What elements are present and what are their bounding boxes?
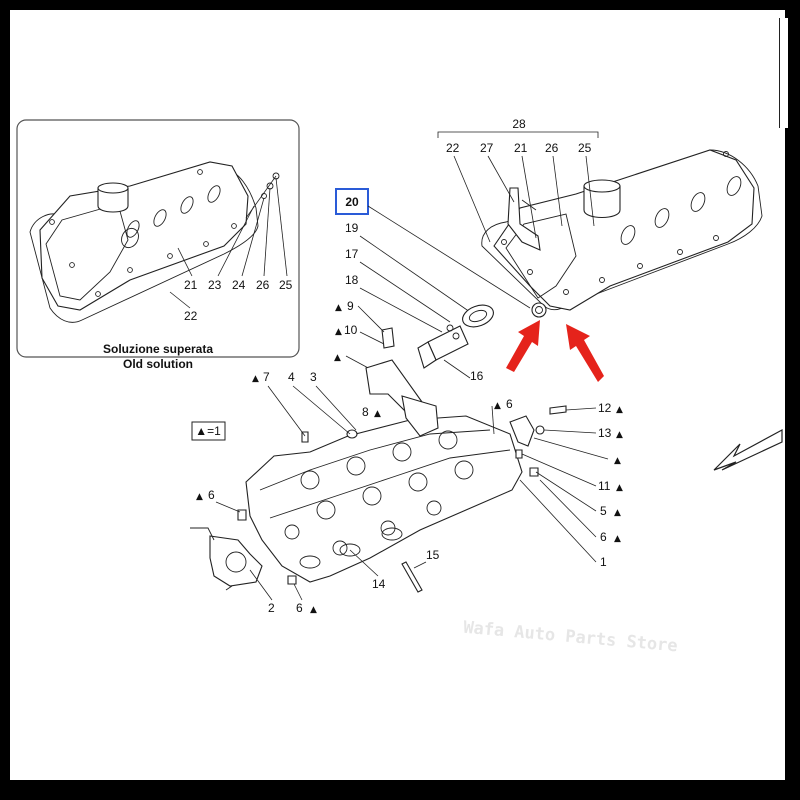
label-27: 27: [480, 141, 494, 155]
old-solution-inset: 21 23 24 26 25 22 Soluzione superata Old…: [16, 119, 300, 371]
triangle-7: ▲: [252, 374, 259, 384]
triangle-11: ▲: [616, 483, 623, 493]
triangle-9: ▲: [335, 303, 342, 313]
label-5: 5: [600, 504, 607, 518]
label-24: 24: [232, 278, 246, 292]
label-25-top: 25: [578, 141, 592, 155]
label-16: 16: [470, 369, 484, 383]
cylinder-head: [245, 359, 523, 583]
triangle-8: ▲: [374, 409, 381, 419]
triangle-6b: ▲: [614, 534, 621, 544]
label-1: 1: [600, 555, 607, 569]
triangle-6a: ▲: [494, 401, 501, 411]
inset-caption-english: Old solution: [123, 357, 193, 371]
label-26: 26: [256, 278, 270, 292]
label-20-highlight: 20: [335, 188, 369, 215]
triangle-10: ▲: [335, 327, 342, 337]
label-3: 3: [310, 370, 317, 384]
valve-cover-assembly: 28 22 27 21 26 25: [437, 117, 763, 318]
label-21: 21: [184, 278, 198, 292]
label-20: 20: [345, 195, 359, 209]
label-14: 14: [372, 577, 386, 591]
triangle-5: ▲: [614, 508, 621, 518]
label-6-left: 6: [208, 488, 215, 502]
label-8: 8: [362, 405, 369, 419]
label-6-top: 6: [506, 397, 513, 411]
triangle-6d: ▲: [310, 605, 317, 615]
label-12: 12: [598, 401, 612, 415]
triangle-standalone: ▲: [334, 353, 341, 363]
inset-caption-italian: Soluzione superata: [103, 342, 213, 356]
legend-text: ▲=1: [195, 424, 221, 438]
legend-box: ▲=1: [191, 421, 226, 441]
watermark-text: Wafa Auto Parts Store: [463, 618, 679, 657]
label-18: 18: [345, 273, 359, 287]
red-indicator-arrows: [506, 320, 604, 382]
label-6-right: 6: [600, 530, 607, 544]
head-gasket: [190, 527, 263, 591]
label-28: 28: [512, 117, 526, 131]
label-21-top: 21: [514, 141, 528, 155]
label-13: 13: [598, 426, 612, 440]
label-11: 11: [598, 479, 611, 493]
diagram-canvas: 21 23 24 26 25 22 Soluzione superata Old…: [10, 10, 785, 780]
label-6-bottom: 6: [296, 601, 303, 615]
triangle-13: ▲: [616, 430, 623, 440]
direction-arrow: [713, 428, 783, 471]
label-25: 25: [279, 278, 293, 292]
label-22: 22: [184, 309, 198, 323]
sensor-assembly: [381, 304, 494, 369]
triangle-6c: ▲: [196, 492, 203, 502]
label-4: 4: [288, 370, 295, 384]
label-7: 7: [263, 370, 270, 384]
label-23: 23: [208, 278, 222, 292]
label-15: 15: [426, 548, 440, 562]
label-2: 2: [268, 601, 275, 615]
label-9: 9: [347, 299, 354, 313]
exploded-parts-diagram: 21 23 24 26 25 22 Soluzione superata Old…: [16, 117, 783, 657]
label-17: 17: [345, 247, 359, 261]
label-26-top: 26: [545, 141, 559, 155]
label-19: 19: [345, 221, 359, 235]
triangle-12: ▲: [616, 405, 623, 415]
label-22-top: 22: [446, 141, 460, 155]
right-edge-strip: [779, 18, 788, 128]
triangle-unlabeled: ▲: [614, 456, 621, 466]
label-10: 10: [344, 323, 358, 337]
